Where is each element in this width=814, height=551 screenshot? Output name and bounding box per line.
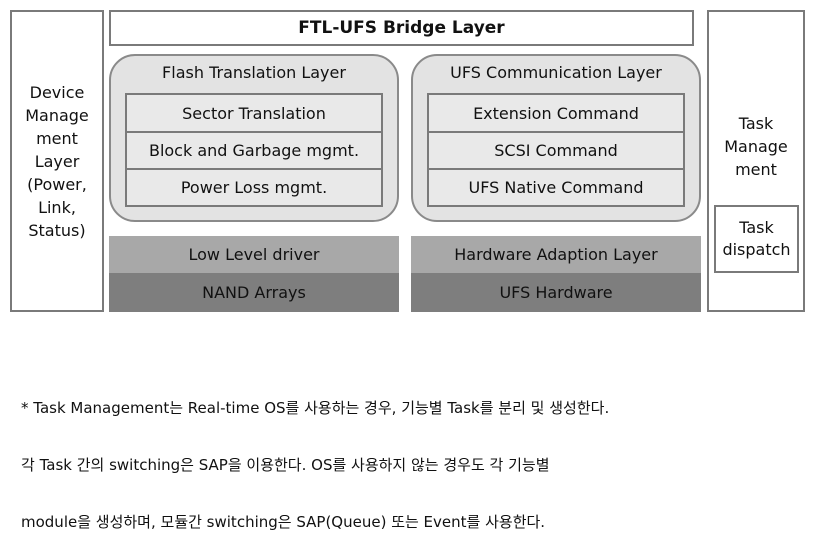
ufs-hardware-label: UFS Hardware <box>499 283 613 302</box>
label-line: Task <box>738 114 774 133</box>
item-label: Extension Command <box>473 103 639 123</box>
label-line: ment <box>735 160 777 179</box>
nand-arrays-label: NAND Arrays <box>202 283 306 302</box>
ftl-module-stack: Sector Translation Block and Garbage mgm… <box>125 93 383 207</box>
label-line: Device <box>29 82 85 102</box>
footnote-line: * Task Management는 Real-time OS를 사용하는 경우… <box>21 399 610 417</box>
low-level-driver-block: Low Level driver <box>109 236 399 273</box>
footnote: * Task Management는 Real-time OS를 사용하는 경우… <box>21 361 609 551</box>
label-line: dispatch <box>722 240 791 259</box>
label-line: Task <box>739 218 774 237</box>
hardware-adaption-layer-block: Hardware Adaption Layer <box>411 236 701 273</box>
label-line: (Power, <box>27 174 87 194</box>
item-label: SCSI Command <box>494 141 618 160</box>
ftl-item-sector-translation: Sector Translation <box>127 95 381 131</box>
ufs-item-native-command: UFS Native Command <box>429 168 683 205</box>
task-management-box: Task Manage ment Task dispatch <box>707 10 805 312</box>
low-level-driver-label: Low Level driver <box>188 245 320 264</box>
bridge-layer-label: FTL-UFS Bridge Layer <box>298 18 505 38</box>
footnote-line: module을 생성하며, 모듈간 switching은 SAP(Queue) … <box>21 513 546 531</box>
item-label: UFS Native Command <box>468 178 644 197</box>
label-line: Status) <box>28 220 86 240</box>
flash-translation-layer-box: Flash Translation Layer Sector Translati… <box>109 54 399 222</box>
label-line: Link, <box>38 197 76 217</box>
task-management-label: Task Manage ment <box>709 112 803 181</box>
ftl-item-power-loss: Power Loss mgmt. <box>127 168 381 205</box>
hardware-adaption-label: Hardware Adaption Layer <box>454 245 658 264</box>
footnote-line: 각 Task 간의 switching은 SAP을 이용한다. OS를 사용하지… <box>21 456 550 474</box>
ufs-communication-layer-box: UFS Communication Layer Extension Comman… <box>411 54 701 222</box>
item-label: Block and Garbage mgmt. <box>148 141 360 160</box>
ufs-item-scsi-command: SCSI Command <box>429 131 683 168</box>
item-label: Power Loss mgmt. <box>180 178 328 197</box>
ufs-comm-module-stack: Extension Command SCSI Command UFS Nativ… <box>427 93 685 207</box>
device-management-layer-box: Device Manage ment Layer (Power, Link, S… <box>10 10 104 312</box>
label-line: Layer <box>34 151 80 171</box>
nand-arrays-block: NAND Arrays <box>109 273 399 312</box>
ftl-ufs-bridge-layer: FTL-UFS Bridge Layer <box>109 10 694 46</box>
item-label: Sector Translation <box>182 103 326 123</box>
ufs-item-extension-command: Extension Command <box>429 95 683 131</box>
label-line: ment <box>36 128 78 148</box>
label-line: Manage <box>25 105 89 125</box>
label-line: Manage <box>724 137 788 156</box>
task-dispatch-box: Task dispatch <box>714 205 799 273</box>
ufs-hardware-block: UFS Hardware <box>411 273 701 312</box>
ufs-comm-title: UFS Communication Layer <box>450 63 662 82</box>
device-management-label: Device Manage ment Layer (Power, Link, S… <box>25 81 89 242</box>
ftl-item-block-garbage: Block and Garbage mgmt. <box>127 131 381 168</box>
ftl-title: Flash Translation Layer <box>162 63 346 82</box>
